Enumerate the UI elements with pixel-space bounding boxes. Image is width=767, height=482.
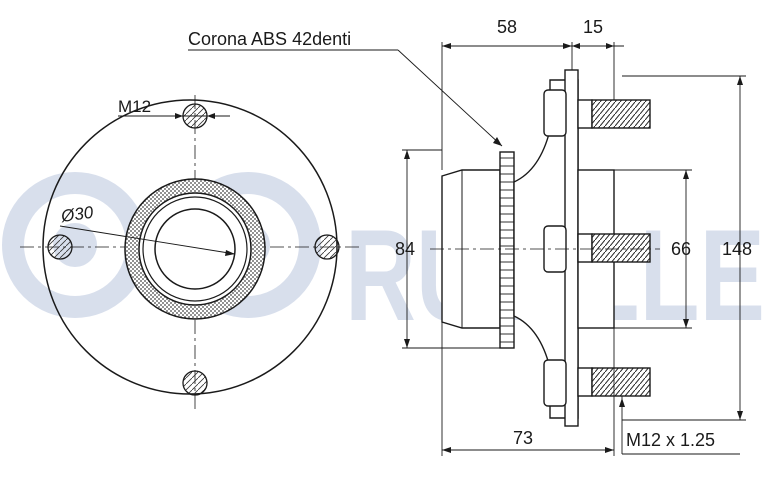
dim-15-label: 15 <box>583 17 603 37</box>
dim-73-label: 73 <box>513 428 533 448</box>
stud-shank-mid <box>577 233 593 263</box>
stud-bottom <box>182 370 208 396</box>
dim-58-label: 58 <box>497 17 517 37</box>
side-view <box>430 69 660 427</box>
stud-head-bottom <box>543 359 567 407</box>
dimension-lines <box>188 42 746 456</box>
stud-shank-top <box>577 99 593 129</box>
stud-shank-bottom <box>577 367 593 397</box>
dim-66-label: 66 <box>671 239 691 259</box>
abs-teeth <box>500 157 514 343</box>
ruville-logo: RUVILLE <box>2 172 765 348</box>
dim-148-label: 148 <box>722 239 752 259</box>
stud-left <box>47 234 73 260</box>
abs-ring-label: Corona ABS 42denti <box>188 29 351 49</box>
front-view <box>20 95 360 410</box>
stud-thread-top <box>591 99 651 129</box>
stud-head-top <box>543 89 567 137</box>
abs-tone-ring <box>499 151 515 349</box>
dim-84-label: 84 <box>395 239 415 259</box>
stud-thread-front-label: M12 <box>118 97 151 116</box>
bore <box>154 208 236 290</box>
stud-thread-bottom <box>591 367 651 397</box>
stud-thread-label: M12 x 1.25 <box>626 430 715 450</box>
stud-right <box>314 234 340 260</box>
bore-label: Ø30 <box>59 203 95 227</box>
abs-leader <box>397 49 503 147</box>
bore-leader <box>59 225 236 255</box>
stud-thread-mid <box>591 233 651 263</box>
hub-flange <box>564 69 579 427</box>
